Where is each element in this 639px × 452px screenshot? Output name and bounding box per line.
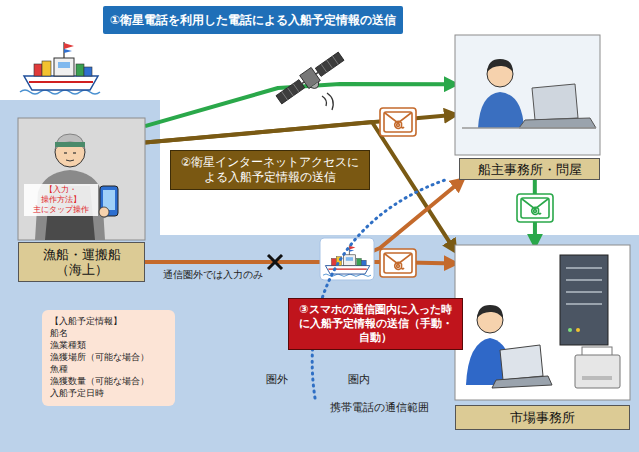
illustration-part [566,267,602,269]
blocked-mark [268,255,282,269]
fisher-illustration [18,118,145,240]
illustration-part [315,52,344,76]
illustration-part [455,35,600,155]
illustration-part [268,255,282,269]
vessel-node: 【入力・操作方法】 主にタップ操作漁船・運搬船 （海上） [18,118,145,282]
illustration-part [333,56,339,64]
vessel-icon [20,42,100,94]
mail-icon [380,108,416,136]
illustration-part [276,80,305,104]
illustration-part [55,137,85,167]
illustration-part [478,92,524,128]
annotation-label: 通信圏外では入力のみ [163,268,263,282]
mail-icon [380,249,416,277]
method-banner: ②衛星インターネットアクセスによる入船予定情報の送信 [170,150,370,190]
illustration-part [18,118,145,240]
illustration-part [455,245,630,400]
illustration-part [66,160,74,161]
illustration-part [566,279,602,281]
coverage-boundary [312,180,445,398]
illustration-part [575,355,620,388]
flow-arrow [145,180,462,262]
market-office-node: 市場事務所 [455,245,630,430]
illustration-part [582,376,612,380]
annotation-label: 圏内 [348,372,370,387]
illustration-part [519,118,596,128]
illustration-part [532,84,578,120]
method-banner: ①衛星電話を利用した電話による入船予定情報の送信 [103,6,403,34]
illustration-part [268,255,282,269]
info-item: 漁獲数量（可能な場合） [50,375,167,387]
annotation-label: 圏外 [266,372,288,387]
node-heading: 市場事務所 [455,405,630,430]
office-worker-illustration [455,35,600,155]
market-office-illustration [455,245,630,400]
method-banner: ③スマホの通信圏内に入った時に入船予定情報の送信（手動・自動） [288,298,463,350]
illustration-part [321,64,327,72]
illustration-part [566,291,602,293]
illustration-part [477,305,503,318]
info-item: 船名 [50,327,167,339]
illustration-part [576,328,580,332]
illustration-part [492,376,552,388]
info-item: 魚種 [50,363,167,375]
illustration-part [477,307,503,333]
satellite-symbol [274,50,348,110]
operation-note: 【入力・操作方法】 主にタップ操作 [24,184,98,216]
illustration-part [100,186,118,216]
info-item: 【入船予定情報】 [50,315,167,327]
illustration-part [310,82,320,91]
illustration-part [568,328,572,332]
banner-text: ③スマホの通信圏内に入った時に入船予定情報の送信（手動・自動） [295,303,456,345]
node-heading: 船主事務所・問屋 [459,158,600,180]
illustration-part [55,142,85,147]
illustration-part [327,60,333,68]
illustration-part [64,152,67,153]
banner-text: ②衛星インターネットアクセスによる入船予定情報の送信 [177,155,363,185]
signal-wave [322,96,327,106]
flow-arrow [145,122,455,251]
info-item: 漁獲場所（可能な場合） [50,351,167,363]
illustration-part [582,347,612,356]
illustration-part [323,245,371,276]
banner-text: ①衛星電話を利用した電話による入船予定情報の送信 [110,12,396,29]
illustration-part [302,72,318,83]
illustration-part [500,345,543,380]
illustration-part [462,127,596,129]
illustration-part [293,84,299,92]
illustration-part [566,303,602,305]
illustration-part [55,134,85,150]
illustration-part [560,255,608,345]
illustration-part [103,190,115,210]
owner-office-node: 船主事務所・問屋 [455,35,600,180]
illustration-part [282,92,288,100]
illustration-part [320,238,374,280]
signal-wave [327,93,333,110]
illustration-part [466,338,514,385]
flow-arrow [145,262,455,264]
illustration-part [287,88,293,96]
flow-arrow [533,180,537,245]
illustration-part [300,67,321,88]
illustration-part [99,207,109,217]
annotation-label: 携帯電話の通信範囲 [330,400,429,415]
node-heading: 漁船・運搬船 （海上） [18,242,145,282]
mail-icon [517,194,553,222]
in-range-vessel-icon [320,238,374,280]
illustration-part [487,61,513,87]
info-list-box: 【入船予定情報】船名漁業種類漁獲場所（可能な場合）魚種漁獲数量（可能な場合）入船… [42,310,175,406]
illustration-part [487,59,513,72]
illustration-part [73,152,76,153]
info-item: 漁業種類 [50,339,167,351]
coverage-background [0,100,639,452]
info-item: 入船予定日時 [50,387,167,399]
